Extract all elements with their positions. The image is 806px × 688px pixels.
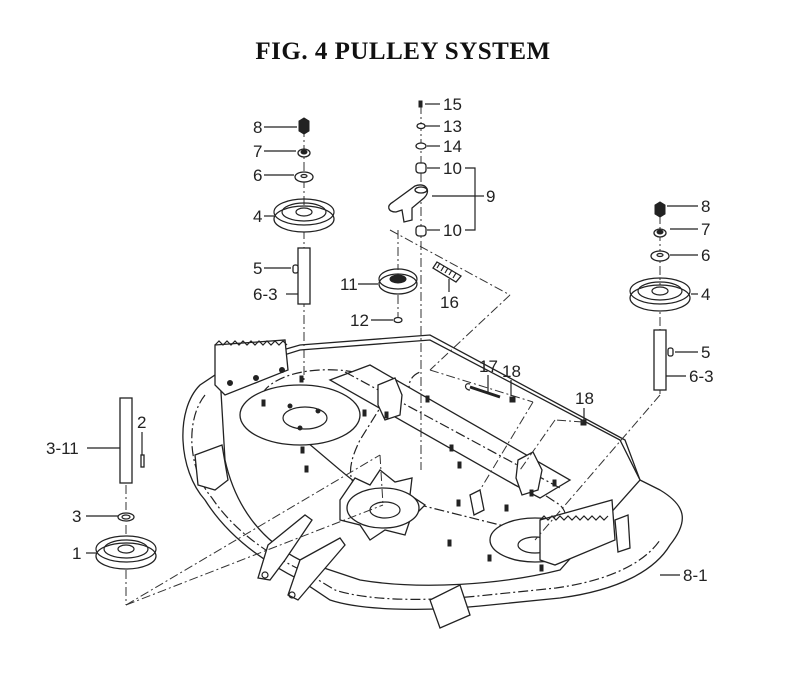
callout-14: 14 — [443, 137, 462, 156]
left-spindle-stack — [273, 117, 335, 380]
callout-10-bottom: 10 — [443, 221, 462, 240]
callout-7-right: 7 — [701, 220, 710, 239]
callout-6-left: 6 — [253, 166, 262, 185]
callout-9: 9 — [486, 187, 495, 206]
callout-18-a: 18 — [502, 362, 521, 381]
callout-4-left: 4 — [253, 207, 262, 226]
callout-15: 15 — [443, 95, 462, 114]
idler-arm-stack — [378, 100, 661, 541]
callout-1: 1 — [72, 544, 81, 563]
callout-labels: 8 7 6 4 5 6-3 15 13 14 10 9 10 11 16 12 … — [46, 95, 714, 585]
callout-4-right: 4 — [701, 285, 710, 304]
callout-6-3-right: 6-3 — [689, 367, 714, 386]
callout-3-11: 3-11 — [46, 439, 79, 458]
callout-6-right: 6 — [701, 246, 710, 265]
callout-18-b: 18 — [575, 389, 594, 408]
callout-13: 13 — [443, 117, 462, 136]
callout-12: 12 — [350, 311, 369, 330]
spring-17 — [464, 383, 501, 399]
mower-deck — [182, 334, 683, 629]
callout-10-top: 10 — [443, 159, 462, 178]
callout-8-right: 8 — [701, 197, 710, 216]
callout-16: 16 — [440, 293, 459, 312]
callout-6-3-left: 6-3 — [253, 285, 278, 304]
callout-7-left: 7 — [253, 142, 262, 161]
callout-11: 11 — [340, 275, 358, 294]
center-spindle-stack — [95, 397, 384, 606]
callout-5-left: 5 — [253, 259, 262, 278]
spring-16 — [432, 261, 462, 283]
callout-8-left: 8 — [253, 118, 262, 137]
callout-leaders — [86, 103, 698, 576]
callout-8-1: 8-1 — [683, 566, 708, 585]
callout-5-right: 5 — [701, 343, 710, 362]
callout-2: 2 — [137, 413, 146, 432]
right-spindle-stack — [629, 201, 691, 395]
figure-title: FIG. 4 PULLEY SYSTEM — [255, 38, 551, 65]
callout-17: 17 — [479, 357, 498, 376]
callout-3: 3 — [72, 507, 81, 526]
